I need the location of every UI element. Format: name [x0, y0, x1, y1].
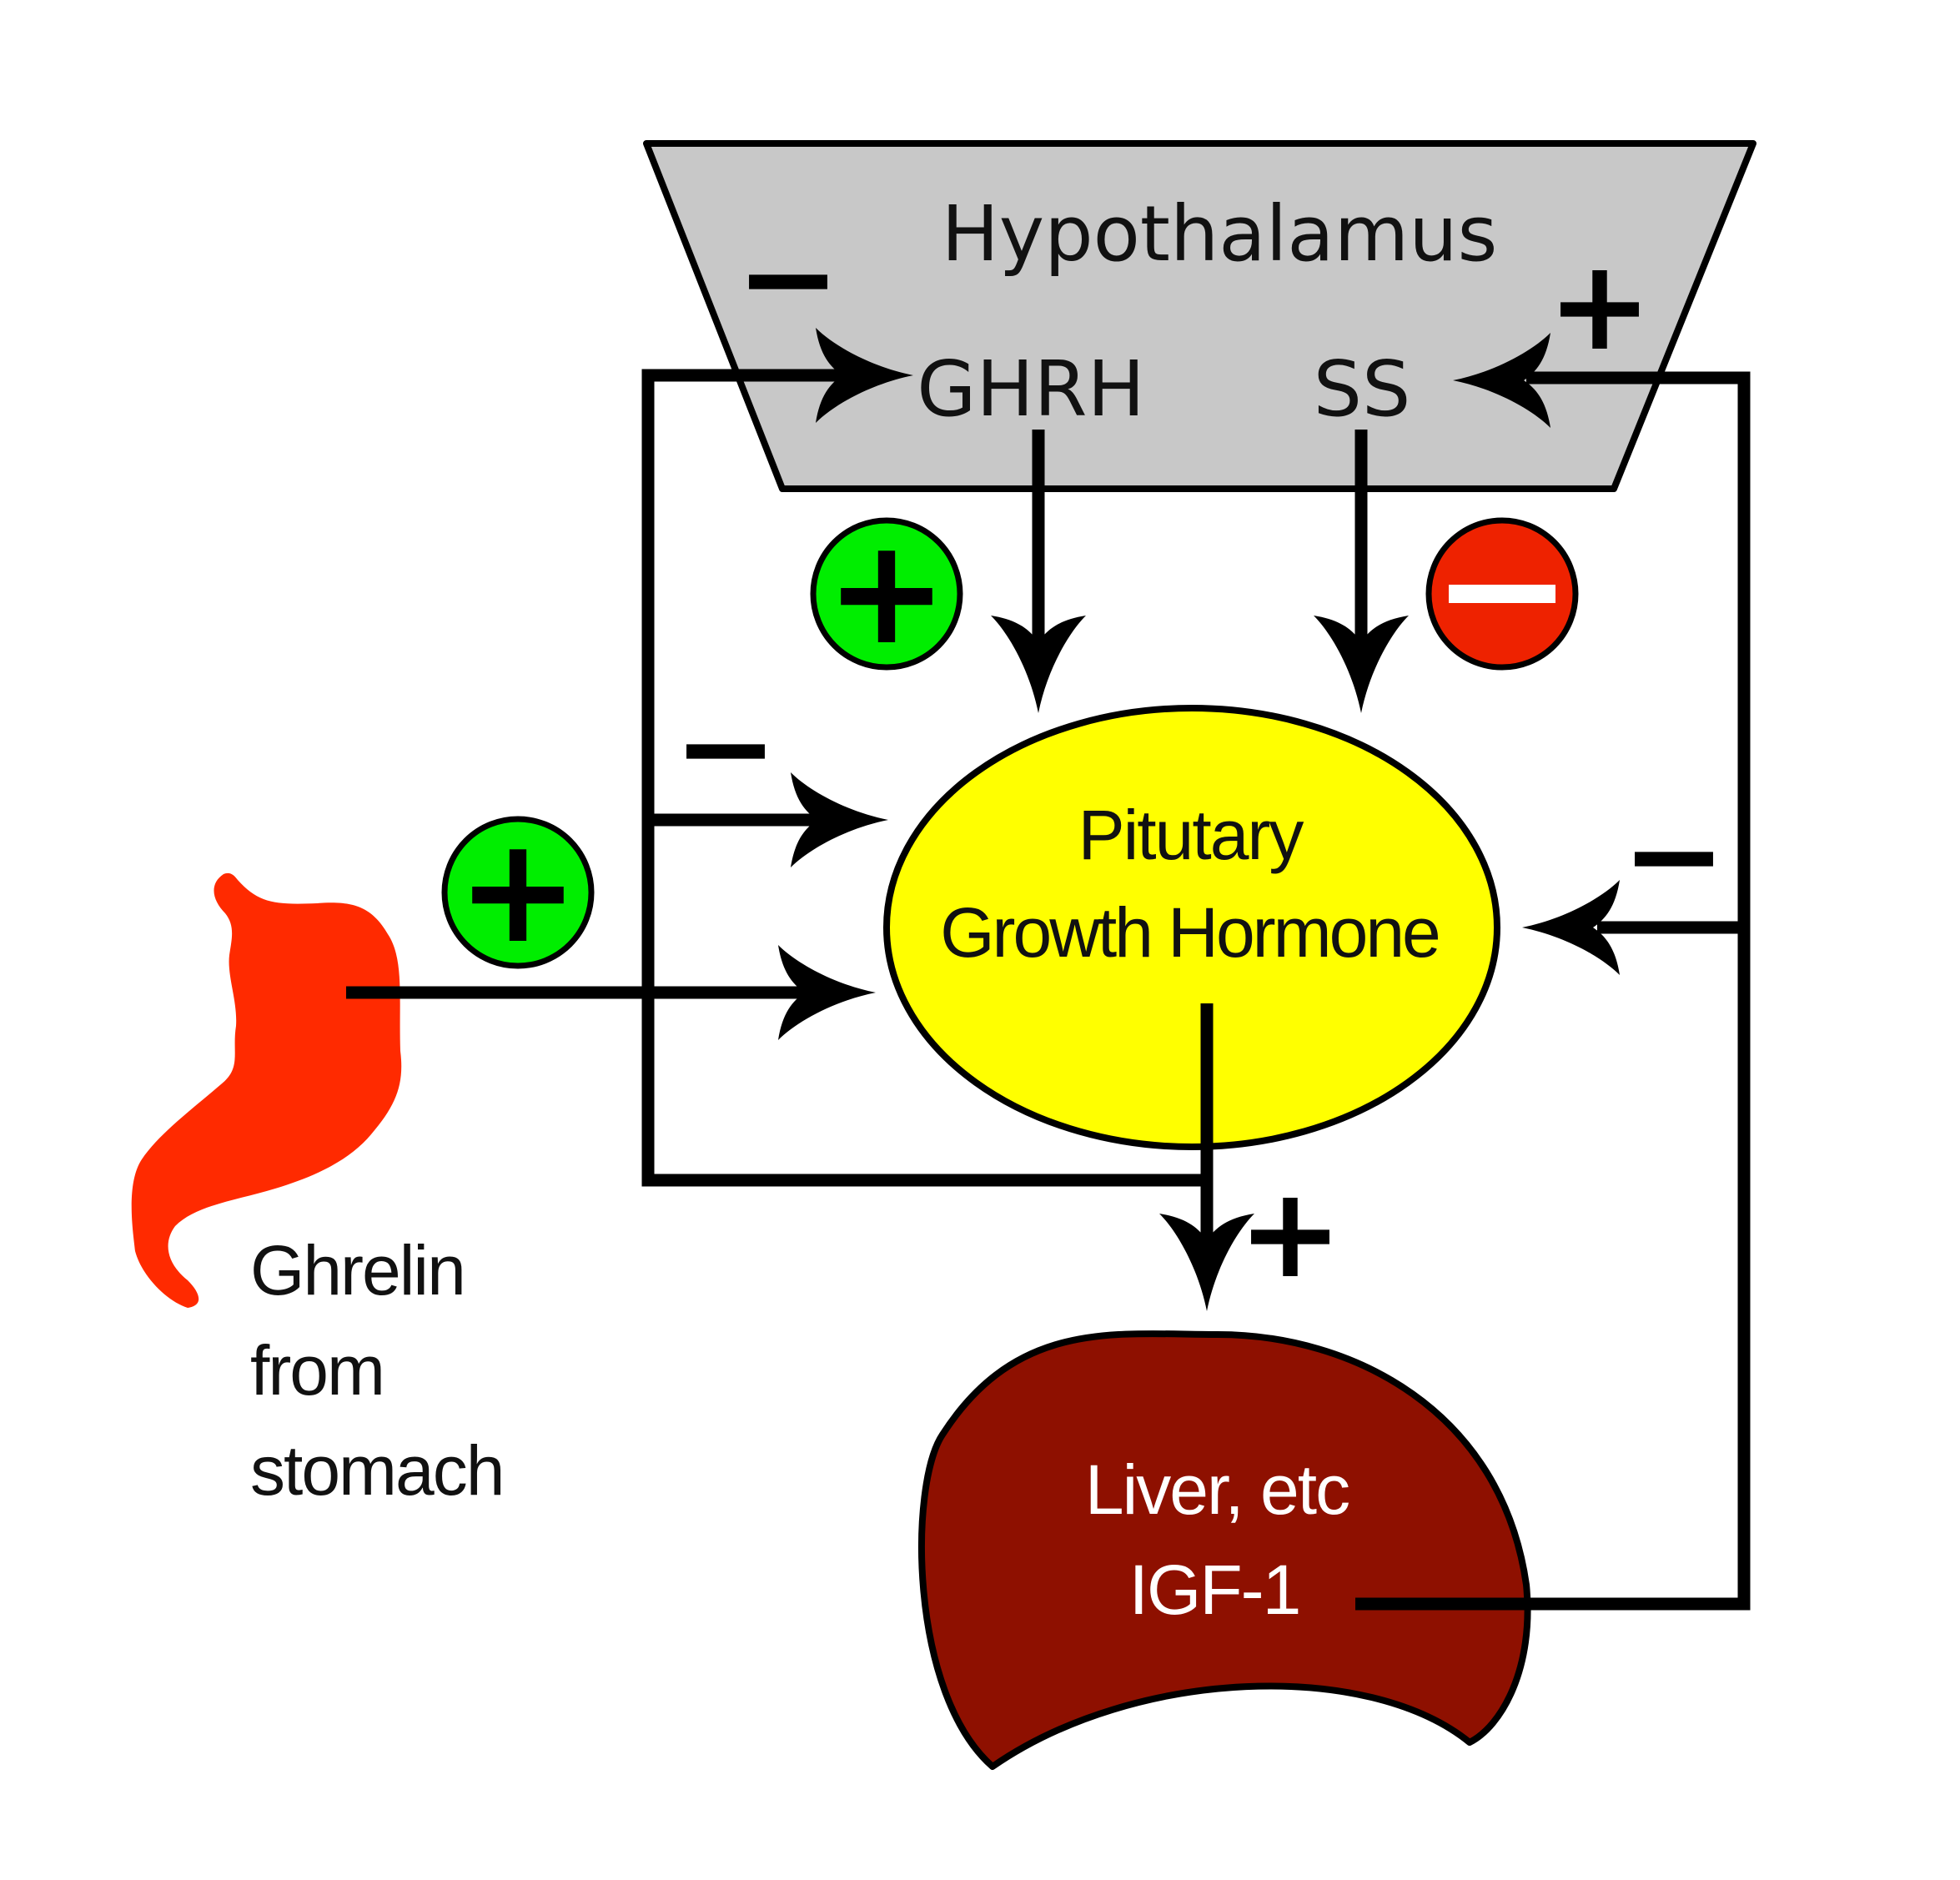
liver-node: Liver, etc IGF-1 [918, 1330, 1531, 1770]
ghrelin-label-line1: Ghrelin [250, 1231, 465, 1309]
gh-to-liver-arrowhead [1159, 1214, 1254, 1311]
ss-minus-badge: − [1425, 517, 1579, 671]
stomach-icon [131, 872, 402, 1308]
ghrh-plus-badge-symbol: + [826, 508, 948, 677]
ss-arrowhead [1314, 616, 1409, 713]
ghrelin-node: Ghrelin from stomach [131, 872, 505, 1510]
ss-feedback-arrowhead [1453, 333, 1550, 428]
liver-label-line2: IGF-1 [1129, 1551, 1300, 1629]
ghrelin-arrowhead [778, 945, 876, 1040]
ghrelin-plus-badge-symbol: + [457, 807, 580, 976]
pituitary-shape [883, 705, 1500, 1150]
ghrh-arrowhead [991, 616, 1086, 713]
pituitary-label-line1: Pitutary [1078, 796, 1304, 874]
ss-minus-badge-bar [1449, 585, 1555, 603]
ss-label: SS [1314, 344, 1411, 434]
arrowheads [778, 328, 1620, 1311]
pituitary-left-sign: − [673, 676, 778, 821]
ghrh-label: GHRH [917, 344, 1145, 434]
ghrh-plus-badge: + [810, 508, 963, 677]
gh-feedback-loop [641, 369, 1207, 1187]
igf1-feedback-loop [1355, 371, 1751, 1611]
hypothalamus-left-sign: − [736, 206, 841, 351]
hypothalamus-right-sign: + [1547, 234, 1652, 379]
effect-signs: − + − − + [673, 206, 1726, 1306]
hypothalamus-node: Hypothalamus GHRH SS [643, 140, 1756, 492]
ghrelin-plus-badge: + [441, 807, 595, 976]
pituitary-label-line2: Growth Hormone [940, 893, 1439, 972]
pituitary-right-sign: − [1621, 783, 1726, 928]
liver-shape [918, 1330, 1531, 1770]
igf1-pituitary-arrowhead [1522, 880, 1620, 975]
ghrelin-plus-badge-circle [441, 816, 595, 969]
gh-to-liver-sign: + [1238, 1161, 1343, 1306]
hypothalamus-label: Hypothalamus [942, 189, 1498, 279]
ghrelin-label-line3: stomach [250, 1431, 503, 1510]
liver-label-line1: Liver, etc [1085, 1450, 1349, 1529]
pituitary-node: Pitutary Growth Hormone [883, 705, 1500, 1150]
ghrelin-label-line2: from [250, 1331, 384, 1410]
connectors [346, 369, 1751, 1611]
ghrh-plus-badge-circle [810, 517, 963, 671]
gh-feedback-pituitary-arrowhead [791, 772, 888, 867]
ghrh-feedback-arrowhead [816, 328, 913, 423]
